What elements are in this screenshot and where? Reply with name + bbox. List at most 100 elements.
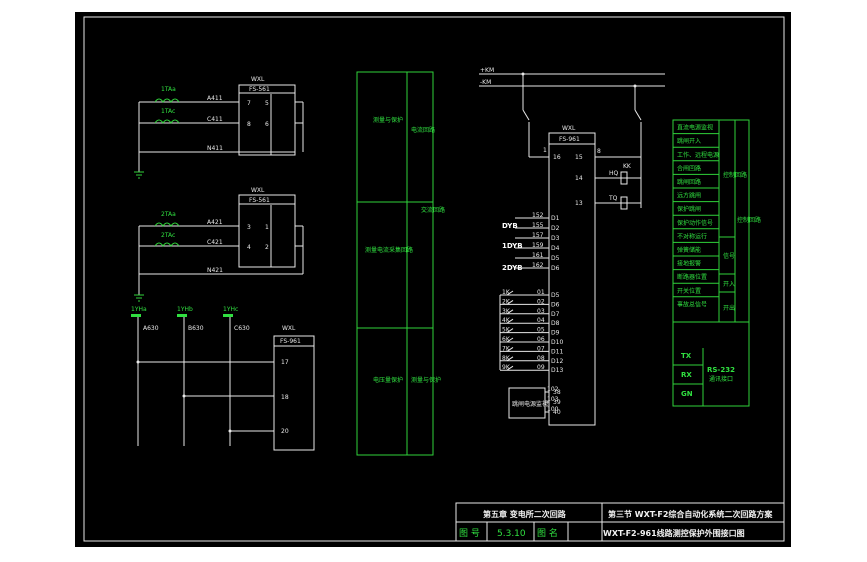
ct-circuit-2: WXL FS-561 3 4 1 2 2TAa 2TAc A421 C421 N…: [134, 187, 304, 302]
device-box-2: [238, 194, 296, 268]
bottom-wire-label: 100: [547, 406, 559, 413]
io-contact: [506, 346, 514, 352]
right-table-item: 合闸回路: [677, 164, 701, 172]
right-table-item: 远方跳闸: [677, 192, 701, 200]
svg-text:1TAc: 1TAc: [161, 108, 175, 115]
device-title-1: WXL: [251, 76, 265, 83]
svg-text:TX: TX: [681, 352, 692, 360]
svg-text:A421: A421: [207, 219, 223, 226]
svg-text:15: 15: [575, 154, 583, 161]
trip-supervision-box: [508, 387, 546, 419]
right-table-item: 开关位置: [677, 287, 701, 295]
svg-text:4: 4: [247, 244, 251, 251]
svg-text:WXL: WXL: [562, 125, 576, 132]
right-table-item: 直流电源监视: [677, 124, 713, 132]
right-table-item: 断路器位置: [677, 273, 707, 281]
svg-text:开出: 开出: [723, 304, 735, 312]
svg-text:1: 1: [543, 147, 547, 154]
io-wire-label: 03: [537, 308, 545, 315]
control-circuit: +KM -KM WXL FS-961 1 16 15 14 13 8 HQ TQ…: [479, 67, 665, 426]
io-contact-label: 4K: [502, 317, 511, 324]
drawing-canvas: WXL FS-561 7 8 5 6 1TAa 1TAc A411 C411 N…: [75, 12, 791, 547]
analog-pin-label: D5: [551, 255, 560, 262]
svg-text:HQ: HQ: [609, 170, 619, 177]
svg-text:交流回路: 交流回路: [421, 206, 445, 214]
svg-text:B630: B630: [188, 325, 204, 332]
svg-text:2DYB: 2DYB: [502, 264, 523, 272]
svg-text:信号: 信号: [723, 252, 735, 260]
svg-text:WXL: WXL: [251, 187, 265, 194]
svg-text:1YHb: 1YHb: [177, 306, 193, 313]
device-model-1: FS-561: [249, 86, 270, 93]
right-table-item: 接地报警: [677, 260, 701, 268]
io-contact: [506, 356, 514, 362]
pt-circuit: WXL FS-961 17 18 20 1YHa 1YHb 1YHc A630 …: [131, 306, 315, 451]
svg-text:20: 20: [281, 428, 289, 435]
svg-text:17: 17: [281, 359, 289, 366]
svg-text:16: 16: [553, 154, 561, 161]
svg-text:13: 13: [575, 200, 583, 207]
svg-text:2TAc: 2TAc: [161, 232, 175, 239]
io-wire-label: 09: [537, 364, 545, 371]
svg-text:C411: C411: [207, 116, 223, 123]
section-title: 第三节 WXT-F2综合自动化系统二次回路方案: [608, 509, 773, 519]
svg-text:18: 18: [281, 394, 289, 401]
analog-wire-label: 162: [532, 262, 544, 269]
analog-pin-label: D4: [551, 245, 560, 252]
analog-wire-label: 159: [532, 242, 544, 249]
io-contact: [506, 309, 514, 315]
svg-text:N411: N411: [207, 145, 223, 152]
svg-text:电流回路: 电流回路: [411, 126, 435, 134]
svg-text:图 号: 图 号: [459, 528, 480, 539]
svg-text:7: 7: [247, 100, 251, 107]
svg-text:+KM: +KM: [480, 67, 494, 74]
io-wire-label: 01: [537, 289, 545, 296]
device-box-3: [273, 335, 315, 451]
right-table-items: 直流电源监视跳闸开入工作、远程电源合闸回路跳闸回路远方跳闸保护跳闸保护动作信号不…: [673, 124, 719, 308]
bottom-pin-label: 39: [553, 399, 561, 406]
io-contact-label: 2K: [502, 298, 511, 305]
middle-legend-table: 测量与保护 测量电流采集回路 电压量保护 电流回路 交流回路 测量与保护: [356, 71, 445, 456]
io-pin-label: D12: [551, 358, 563, 365]
io-contact-label: 3K: [502, 308, 511, 315]
io-pin-label: D13: [551, 367, 563, 374]
analog-pin-label: D2: [551, 225, 560, 232]
right-table-item: 跳闸回路: [677, 178, 701, 186]
svg-text:RX: RX: [681, 371, 692, 379]
svg-text:A411: A411: [207, 95, 223, 102]
svg-text:RS-232: RS-232: [707, 366, 735, 374]
right-table-item: 弹簧储能: [677, 246, 701, 254]
chapter-title: 第五章 变电所二次回路: [483, 509, 567, 519]
svg-text:5: 5: [265, 100, 269, 107]
svg-text:3: 3: [247, 224, 251, 231]
svg-text:N421: N421: [207, 267, 223, 274]
right-table-item: 工作、远程电源: [677, 151, 719, 159]
io-wire-label: 02: [537, 298, 545, 305]
io-contact-label: 9K: [502, 364, 511, 371]
svg-text:C421: C421: [207, 239, 223, 246]
analog-wire-label: 157: [532, 232, 544, 239]
svg-text:KK: KK: [623, 163, 632, 170]
io-contact: [506, 337, 514, 343]
ct-circuit-1: WXL FS-561 7 8 5 6 1TAa 1TAc A411 C411 N…: [134, 76, 304, 179]
svg-text:-KM: -KM: [480, 79, 491, 86]
svg-text:测量与保护: 测量与保护: [411, 376, 441, 384]
svg-text:GN: GN: [681, 390, 693, 398]
svg-text:FS-961: FS-961: [280, 338, 301, 345]
svg-text:14: 14: [575, 175, 583, 182]
io-contact: [506, 299, 514, 305]
svg-text:测量电流采集回路: 测量电流采集回路: [365, 246, 413, 254]
bottom-pin-label: 38: [553, 389, 561, 396]
svg-text:电压量保护: 电压量保护: [373, 376, 403, 384]
title-block: 第五章 变电所二次回路 第三节 WXT-F2综合自动化系统二次回路方案 图 号 …: [455, 502, 785, 542]
io-pin-label: D7: [551, 311, 560, 318]
right-table-item: 跳闸开入: [677, 137, 701, 145]
io-pin-label: D10: [551, 339, 563, 346]
right-legend-table: 直流电源监视跳闸开入工作、远程电源合闸回路跳闸回路远方跳闸保护跳闸保护动作信号不…: [672, 119, 761, 407]
right-table-item: 不对称运行: [677, 232, 707, 240]
analog-pin-label: D6: [551, 265, 560, 272]
io-wire-label: 04: [537, 317, 545, 324]
